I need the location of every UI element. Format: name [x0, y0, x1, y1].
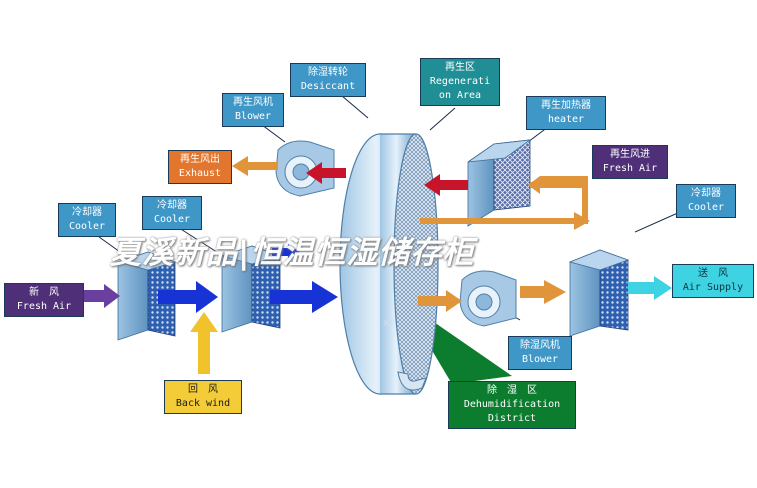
regen-air-duct: [420, 176, 590, 230]
arrow-regen-fresh-in: [540, 176, 588, 184]
arrow-exhaust: [232, 156, 278, 176]
cooler-2-unit: [220, 245, 282, 333]
arrow-dehum-out: [418, 290, 462, 312]
arrow-regen-out: [306, 162, 346, 184]
arrow-process-1: [158, 281, 218, 313]
arrow-hot-air: [424, 174, 468, 196]
arrow-back-wind: [190, 312, 218, 374]
arrow-fresh-air-in: [84, 284, 120, 308]
arrow-air-supply: [628, 276, 672, 300]
arrow-process-small: [272, 244, 300, 260]
cooler-3-unit: [568, 249, 630, 337]
arrow-to-cooler-3: [520, 280, 566, 304]
dehum-blower-unit: [459, 270, 517, 327]
regen-heater-unit: [467, 139, 532, 227]
desiccant-wheel: [339, 133, 439, 395]
small-watermark: XT: [383, 318, 395, 328]
arrow-process-2: [270, 281, 338, 313]
watermark-text: 夏溪新品|恒温恒湿储存柜: [110, 235, 475, 271]
rotation-arrow: [397, 371, 427, 391]
